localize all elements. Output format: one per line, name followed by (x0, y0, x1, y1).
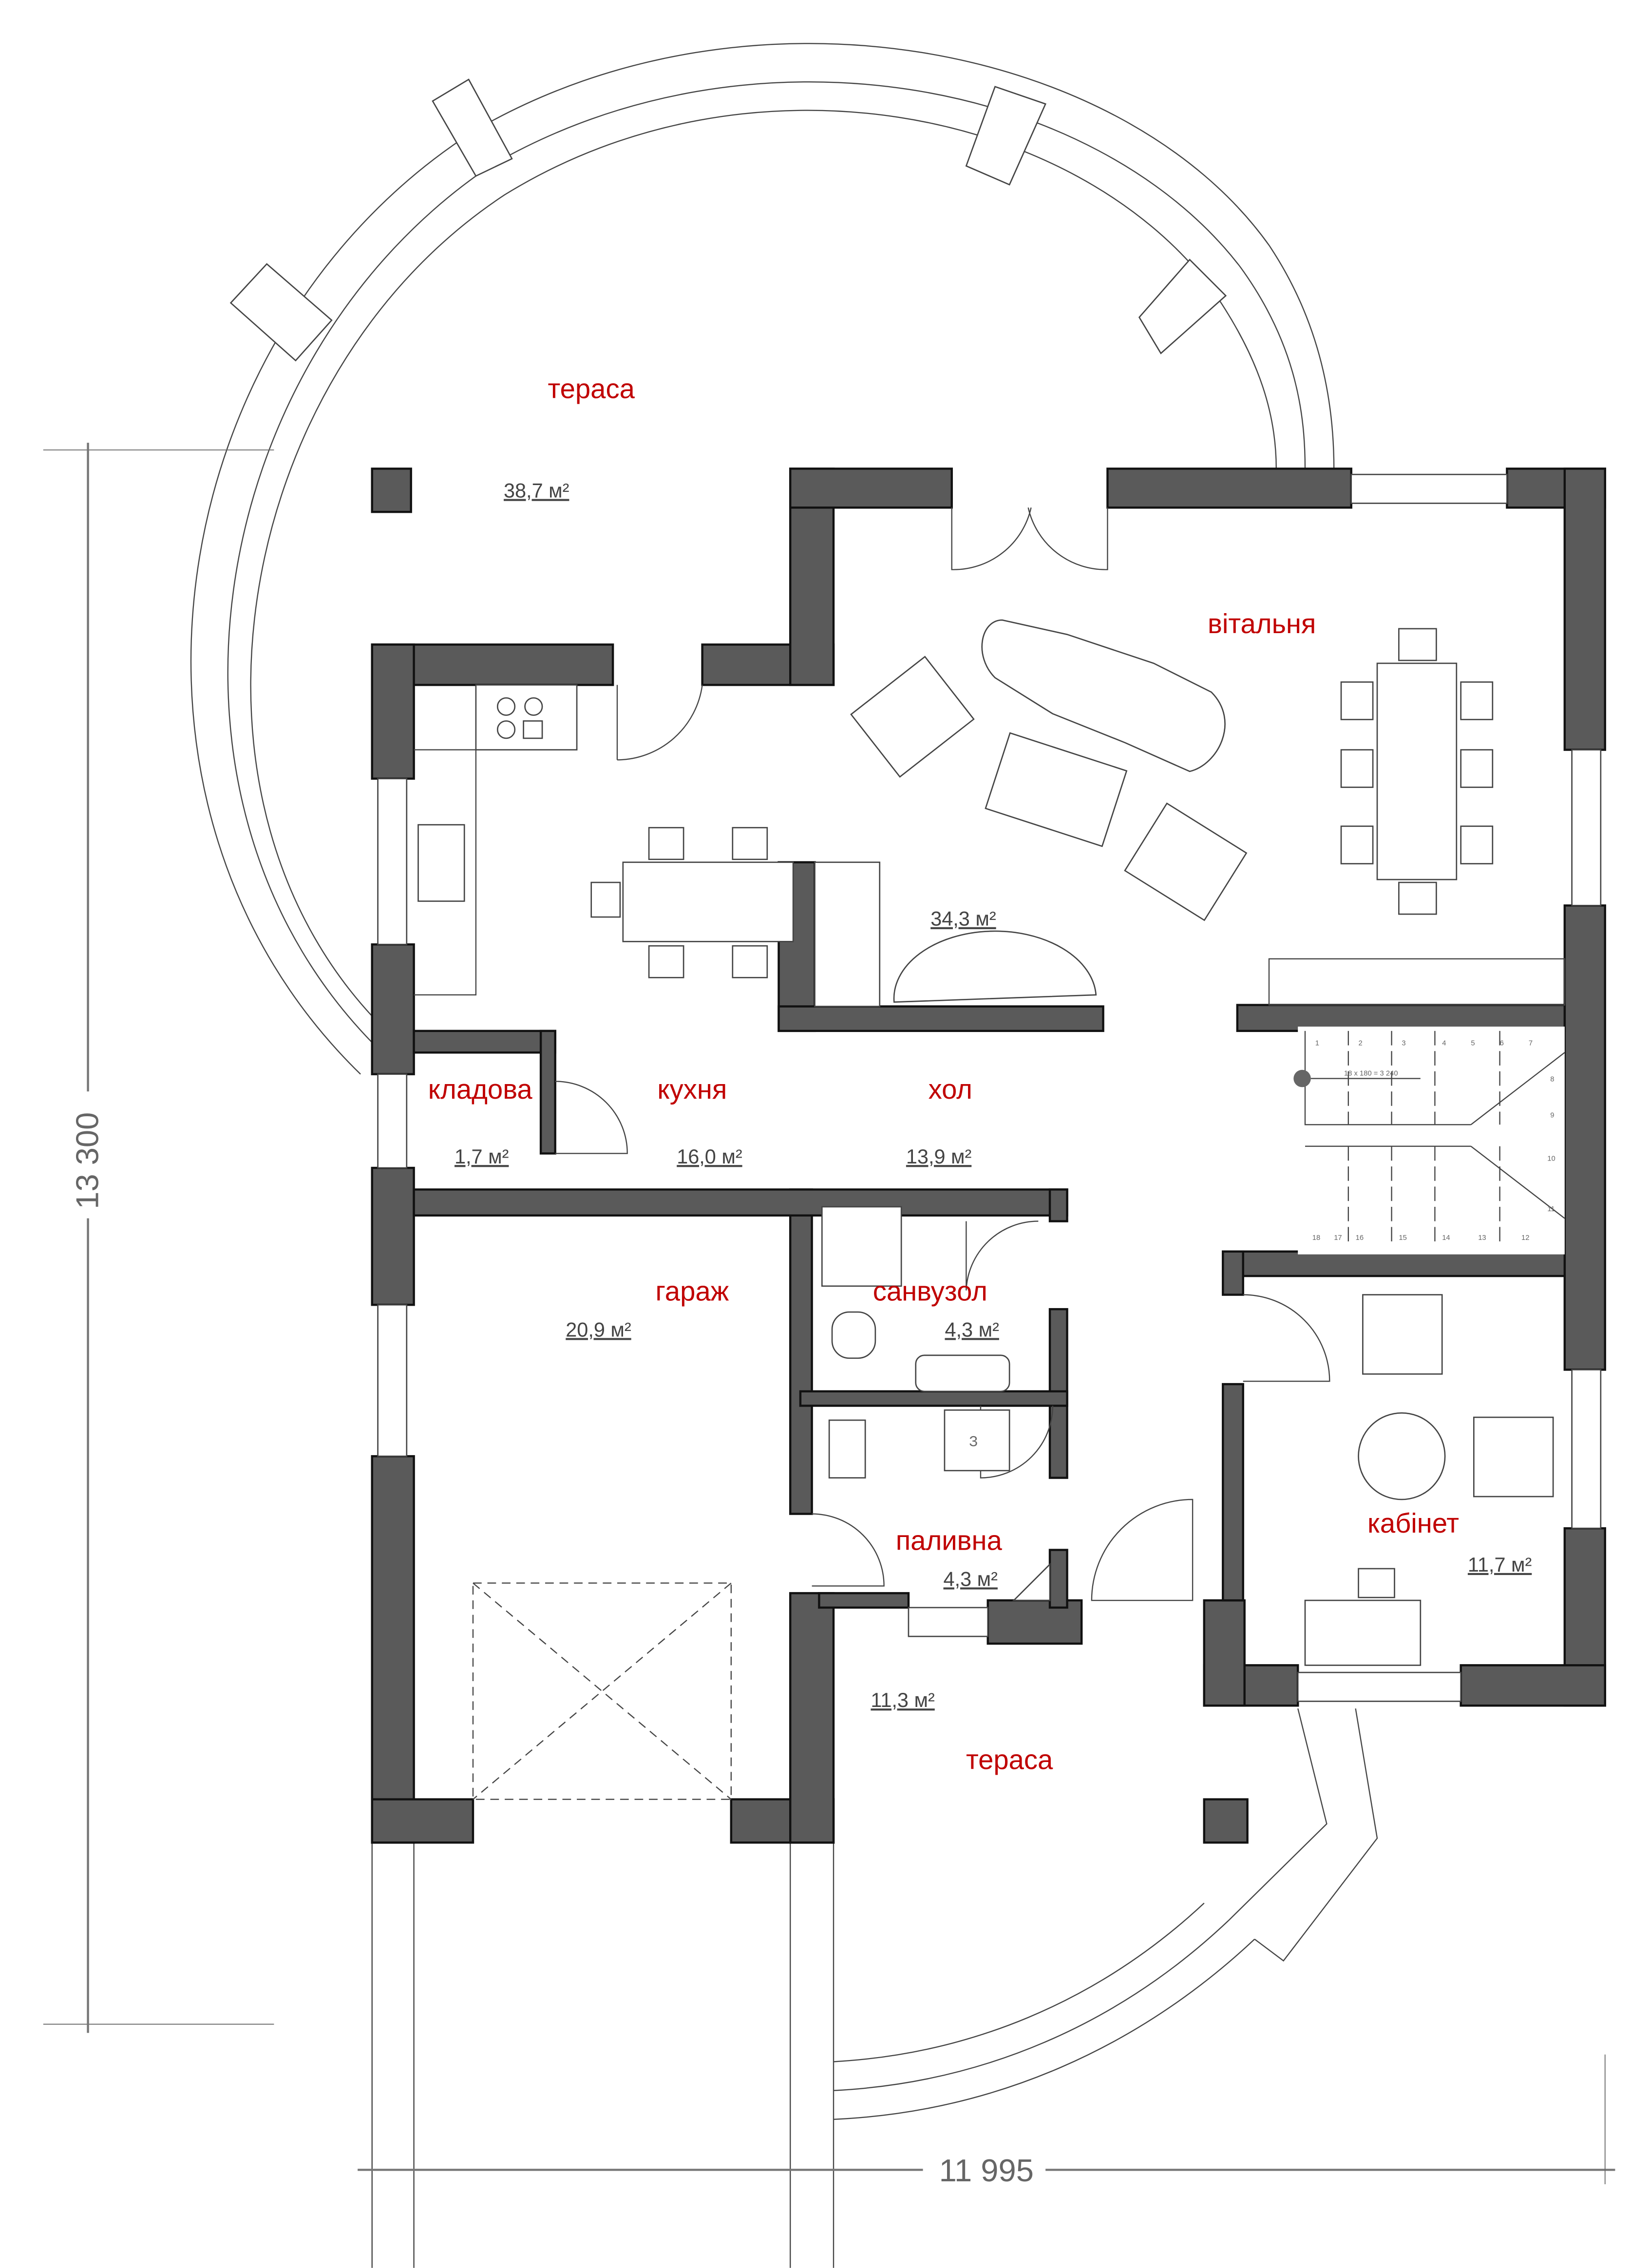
boiler (828, 1419, 866, 1479)
windows (377, 473, 1602, 1702)
fireplace (814, 862, 881, 1007)
room-name: кладова (428, 1074, 533, 1105)
svg-text:4: 4 (1442, 1039, 1446, 1047)
toilet (831, 1311, 876, 1359)
svg-text:6: 6 (1500, 1039, 1504, 1047)
svg-text:11: 11 (1547, 1205, 1555, 1213)
room-name: тераса (548, 373, 635, 404)
coffee-table (985, 732, 1128, 847)
room-area: 13,9 м² (906, 1145, 972, 1168)
room-name: хол (929, 1074, 972, 1105)
desk (1304, 1599, 1422, 1666)
stair-note: 18 x 180 = 3 240 (1344, 1070, 1398, 1078)
room-area: 38,7 м² (504, 479, 569, 502)
doors (472, 507, 1330, 1800)
svg-text:13: 13 (1478, 1234, 1486, 1242)
svg-text:2: 2 (1359, 1039, 1363, 1047)
staircase: 18 x 180 = 3 240 1 2 3 4 5 6 7 8 9 10 11… (1293, 1026, 1565, 1255)
room-area: 4,3 м² (945, 1318, 999, 1341)
room-area: 16,0 м² (677, 1145, 742, 1168)
sink (417, 824, 465, 902)
armchair (850, 656, 975, 778)
room-area: 1,7 м² (455, 1145, 509, 1168)
terrace-arc-top (190, 43, 1335, 1075)
svg-text:5: 5 (1471, 1039, 1475, 1047)
svg-text:12: 12 (1521, 1234, 1529, 1242)
svg-text:15: 15 (1399, 1234, 1406, 1242)
stair-start-marker (1293, 1069, 1311, 1087)
room-area: 4,3 м² (944, 1568, 998, 1591)
svg-text:8: 8 (1550, 1075, 1554, 1083)
svg-text:18: 18 (1312, 1234, 1320, 1242)
svg-text:17: 17 (1334, 1234, 1342, 1242)
room-name: кухня (657, 1074, 727, 1105)
room-name: кабінет (1367, 1508, 1459, 1538)
room-name: паливна (896, 1525, 1003, 1556)
room-name: санвузол (873, 1275, 987, 1306)
dining-table-kitchen (622, 862, 794, 942)
armchair (1362, 1294, 1443, 1375)
round-table (1358, 1412, 1446, 1500)
dining-table (1376, 662, 1458, 881)
svg-text:3: 3 (1402, 1039, 1405, 1047)
svg-text:16: 16 (1356, 1234, 1364, 1242)
room-name: вітальня (1208, 608, 1316, 639)
boiler-label: З (969, 1433, 978, 1449)
sofa (981, 619, 1226, 772)
svg-text:10: 10 (1547, 1155, 1555, 1162)
svg-text:9: 9 (1550, 1111, 1554, 1119)
dimension-height: 13 300 (43, 443, 274, 2033)
width-dimension-label: 11 995 (939, 2153, 1034, 2188)
walls (371, 468, 1606, 1844)
armchair (1473, 1416, 1554, 1498)
room-area: 20,9 м² (566, 1318, 631, 1341)
terrace-arc-bottom (371, 1708, 1378, 2268)
tank (944, 1409, 1010, 1472)
room-area: 11,3 м² (871, 1688, 935, 1711)
svg-text:14: 14 (1442, 1234, 1450, 1242)
room-name: тераса (966, 1744, 1053, 1775)
furniture: З (414, 619, 1566, 1666)
shower (821, 1206, 902, 1287)
height-dimension-label: 13 300 (69, 1112, 105, 1209)
room-name: гараж (656, 1275, 729, 1306)
room-area: 11,7 м² (1468, 1553, 1532, 1576)
stair-step-numbers: 1 2 3 4 5 6 7 8 9 10 11 12 13 14 15 16 1… (1312, 1039, 1555, 1242)
dimension-width: 11 995 (358, 2054, 1615, 2188)
svg-text:7: 7 (1529, 1039, 1533, 1047)
svg-text:1: 1 (1315, 1039, 1319, 1047)
washbasin (915, 1354, 1010, 1392)
room-labels: тераса 38,7 м² вітальня 34,3 м² кладова … (428, 373, 1532, 1775)
stove (475, 684, 578, 750)
armchair (1124, 802, 1248, 921)
room-area: 34,3 м² (930, 907, 996, 930)
